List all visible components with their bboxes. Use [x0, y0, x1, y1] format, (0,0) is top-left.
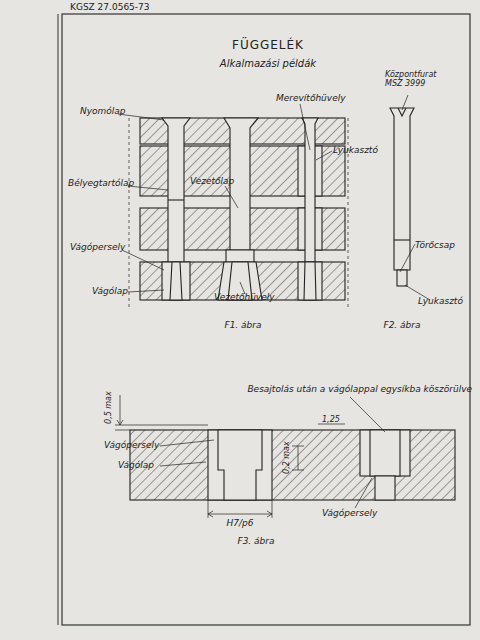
- page-title: FÜGGELÉK: [232, 38, 304, 52]
- part-name: Vágólap: [92, 286, 128, 296]
- part-name: Vágópersely: [70, 242, 125, 252]
- part-name: Vágópersely: [322, 508, 377, 518]
- figure-caption: F2. ábra: [383, 320, 420, 330]
- part-name: Központfurat MSZ 3999: [385, 70, 445, 88]
- figure-caption: F1. ábra: [224, 320, 261, 330]
- part-name: Lyukasztó: [333, 145, 378, 155]
- subtitle: Alkalmazási példák: [220, 58, 316, 70]
- part-name: Bélyegtartólap: [68, 178, 134, 188]
- dimension: 1,25: [322, 415, 340, 424]
- part-name: Vezetőhüvely: [214, 292, 275, 302]
- note: Besajtolás után a vágólappal egysíkba kö…: [247, 384, 472, 394]
- header-code: KGSZ 27.0565-73: [70, 2, 150, 12]
- part-name: Törőcsap: [415, 240, 455, 250]
- dimension: 0,2 max: [281, 442, 290, 475]
- part-name: Lyukasztó: [418, 296, 463, 306]
- part-name: Vágólap: [118, 460, 154, 470]
- part-name: Vágópersely: [104, 440, 159, 450]
- part-name: Vezetőlap: [190, 176, 234, 186]
- dimension: 0,5 max: [103, 392, 112, 425]
- fit-tolerance: H7/p6: [227, 518, 254, 528]
- part-name: Nyomólap: [80, 106, 126, 116]
- part-name: Merevítőhüvely: [276, 93, 346, 103]
- figure-caption: F3. ábra: [237, 536, 274, 546]
